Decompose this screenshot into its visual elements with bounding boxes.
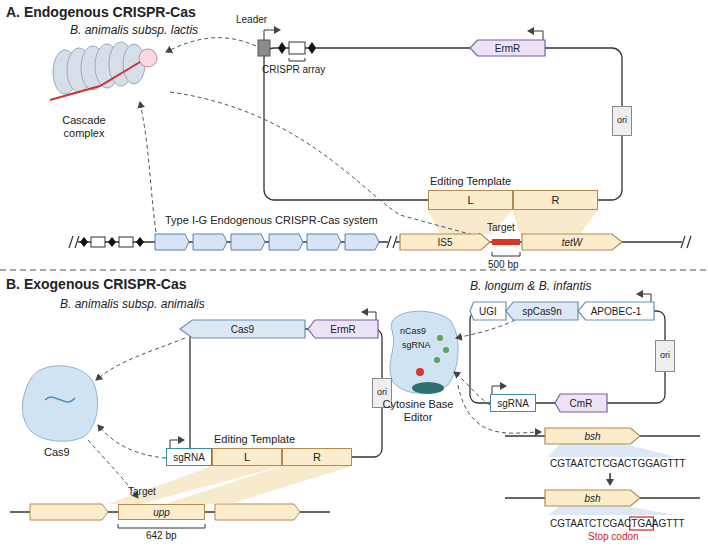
gene-box: sgRNA [490, 394, 536, 412]
annotation-label: Leader [236, 14, 267, 26]
gene-box: ErmR [470, 40, 545, 56]
gene-label: ori [377, 388, 387, 398]
annotation-label: Cas9 [44, 446, 70, 459]
gene-label: R [552, 194, 560, 206]
gene-label: ErmR [330, 324, 356, 335]
annotation-label: Cascade complex [52, 114, 116, 139]
gene-label: L [467, 194, 473, 206]
gene-box: CmR [555, 394, 607, 412]
gene-label: ori [660, 351, 670, 361]
template-box: Editing TemplateLR [428, 190, 598, 210]
gene-label: spCas9n [522, 306, 561, 317]
annotation-label: CGTAATCTCGACTGAAGTTT [550, 518, 685, 530]
template-heading: Editing Template [430, 175, 511, 187]
gene-box: spCas9n [506, 302, 578, 320]
gene-label: Cas9 [231, 324, 254, 335]
species-label: B. animalis subsp. lactis [70, 24, 198, 38]
gene-box: ori [655, 340, 675, 372]
gene-box: R [282, 448, 352, 466]
section-heading: B. Exogenous CRISPR-Cas [6, 276, 186, 292]
gene-box: R [513, 190, 598, 210]
gene-box: upp [118, 504, 205, 520]
base-editor [390, 311, 458, 393]
gene-box: sgRNA [166, 448, 212, 466]
annotation-label: nCas9 [400, 326, 426, 336]
gene-label: ori [617, 116, 627, 126]
annotation-label: Target [487, 222, 515, 234]
gene-label: sgRNA [173, 452, 205, 463]
gene-box: bsh [545, 490, 640, 506]
gene-box: ori [612, 106, 632, 136]
target-bar [492, 239, 520, 245]
species-label: B. animalis subsp. animalis [60, 298, 205, 312]
cas-operon [80, 234, 379, 250]
annotation-label: CRISPR array [262, 64, 325, 76]
gene-label: bsh [584, 431, 600, 442]
annotation-label: 500 bp [488, 259, 519, 271]
annotation-label: Type I-G Endogenous CRISPR-Cas system [165, 214, 378, 227]
gene-label: IS5 [437, 237, 452, 248]
annotation-label: CGTAATCTCGACTGGAGTTT [550, 458, 686, 470]
gene-box: tetW [522, 234, 622, 250]
gene-box: IS5 [400, 234, 490, 250]
cas9-protein [22, 366, 97, 441]
gene-label: upp [153, 507, 170, 518]
gene-box: ErmR [308, 320, 378, 338]
gene-box: APOBEC-1 [578, 302, 654, 320]
section-heading: A. Endogenous CRISPR-Cas [6, 4, 196, 20]
crispr-array [278, 42, 316, 61]
gene-label: bsh [584, 493, 600, 504]
gene-label: UGI [479, 306, 497, 317]
gene-label: sgRNA [497, 398, 529, 409]
gene-label: APOBEC-1 [591, 306, 642, 317]
annotation-label: 642 bp [146, 530, 177, 542]
gene-label: L [244, 451, 250, 463]
annotation-label: Target [128, 486, 156, 498]
annotation-label: Stop codon [588, 531, 639, 543]
gene-box: Cas9 [180, 320, 305, 338]
gene-label: R [313, 451, 321, 463]
cascade-complex [50, 42, 157, 100]
species-label: B. longum & B. infantis [470, 280, 591, 294]
leader-box [258, 40, 270, 56]
gene-label: ErmR [495, 43, 521, 54]
gene-label: tetW [562, 237, 583, 248]
annotation-label: sgRNA [402, 340, 431, 350]
gene-label: CmR [570, 398, 593, 409]
gene-box: L [212, 448, 282, 466]
annotation-label: Cytosine Base Editor [378, 398, 458, 423]
template-box: Editing TemplateLR [212, 448, 352, 466]
template-heading: Editing Template [214, 433, 295, 445]
gene-box: UGI [470, 302, 506, 320]
gene-box: L [428, 190, 513, 210]
gene-box: bsh [545, 428, 640, 444]
